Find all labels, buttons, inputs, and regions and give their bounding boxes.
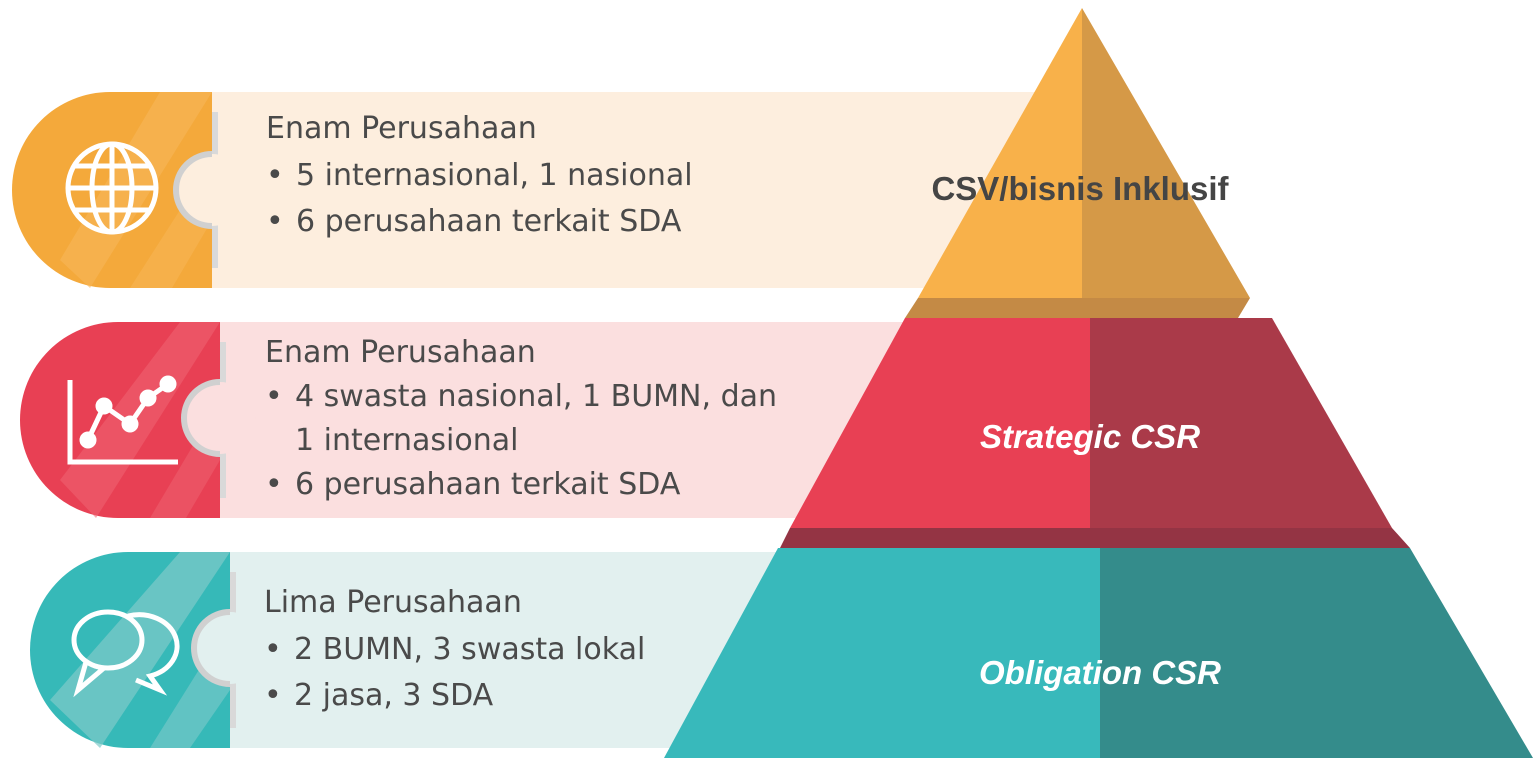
- pyramid-middle-label: Strategic CSR: [979, 418, 1201, 455]
- pyramid-middle-level: [780, 318, 1410, 548]
- bullet-item: 4 swasta nasional, 1 BUMN, dan 1 interna…: [265, 375, 795, 462]
- bullet-item: 2 jasa, 3 SDA: [264, 673, 645, 720]
- row-1-title: Enam Perusahaan: [266, 111, 537, 146]
- row-1-text: Enam Perusahaan 5 internasional, 1 nasio…: [266, 106, 693, 246]
- bullet-item: 6 perusahaan terkait SDA: [265, 462, 795, 507]
- bullet-item: 5 internasional, 1 nasional: [266, 153, 693, 200]
- row-3-bullets: 2 BUMN, 3 swasta lokal 2 jasa, 3 SDA: [264, 627, 645, 720]
- pyramid-bottom-level: [664, 548, 1533, 758]
- bullet-item: 2 BUMN, 3 swasta lokal: [264, 627, 645, 674]
- row-2-text: Enam Perusahaan 4 swasta nasional, 1 BUM…: [265, 330, 795, 507]
- row-2-title: Enam Perusahaan: [265, 335, 536, 370]
- row-1-bullets: 5 internasional, 1 nasional 6 perusahaan…: [266, 153, 693, 246]
- pyramid-bottom-label: Obligation CSR: [979, 654, 1221, 691]
- pyramid-top-level: [905, 8, 1250, 318]
- row-2-bullets: 4 swasta nasional, 1 BUMN, dan 1 interna…: [265, 375, 795, 507]
- row-3-title: Lima Perusahaan: [264, 585, 522, 620]
- pyramid-top-label: CSV/bisnis Inklusif: [931, 170, 1229, 207]
- bullet-item: 6 perusahaan terkait SDA: [266, 199, 693, 246]
- row-3-text: Lima Perusahaan 2 BUMN, 3 swasta lokal 2…: [264, 580, 645, 720]
